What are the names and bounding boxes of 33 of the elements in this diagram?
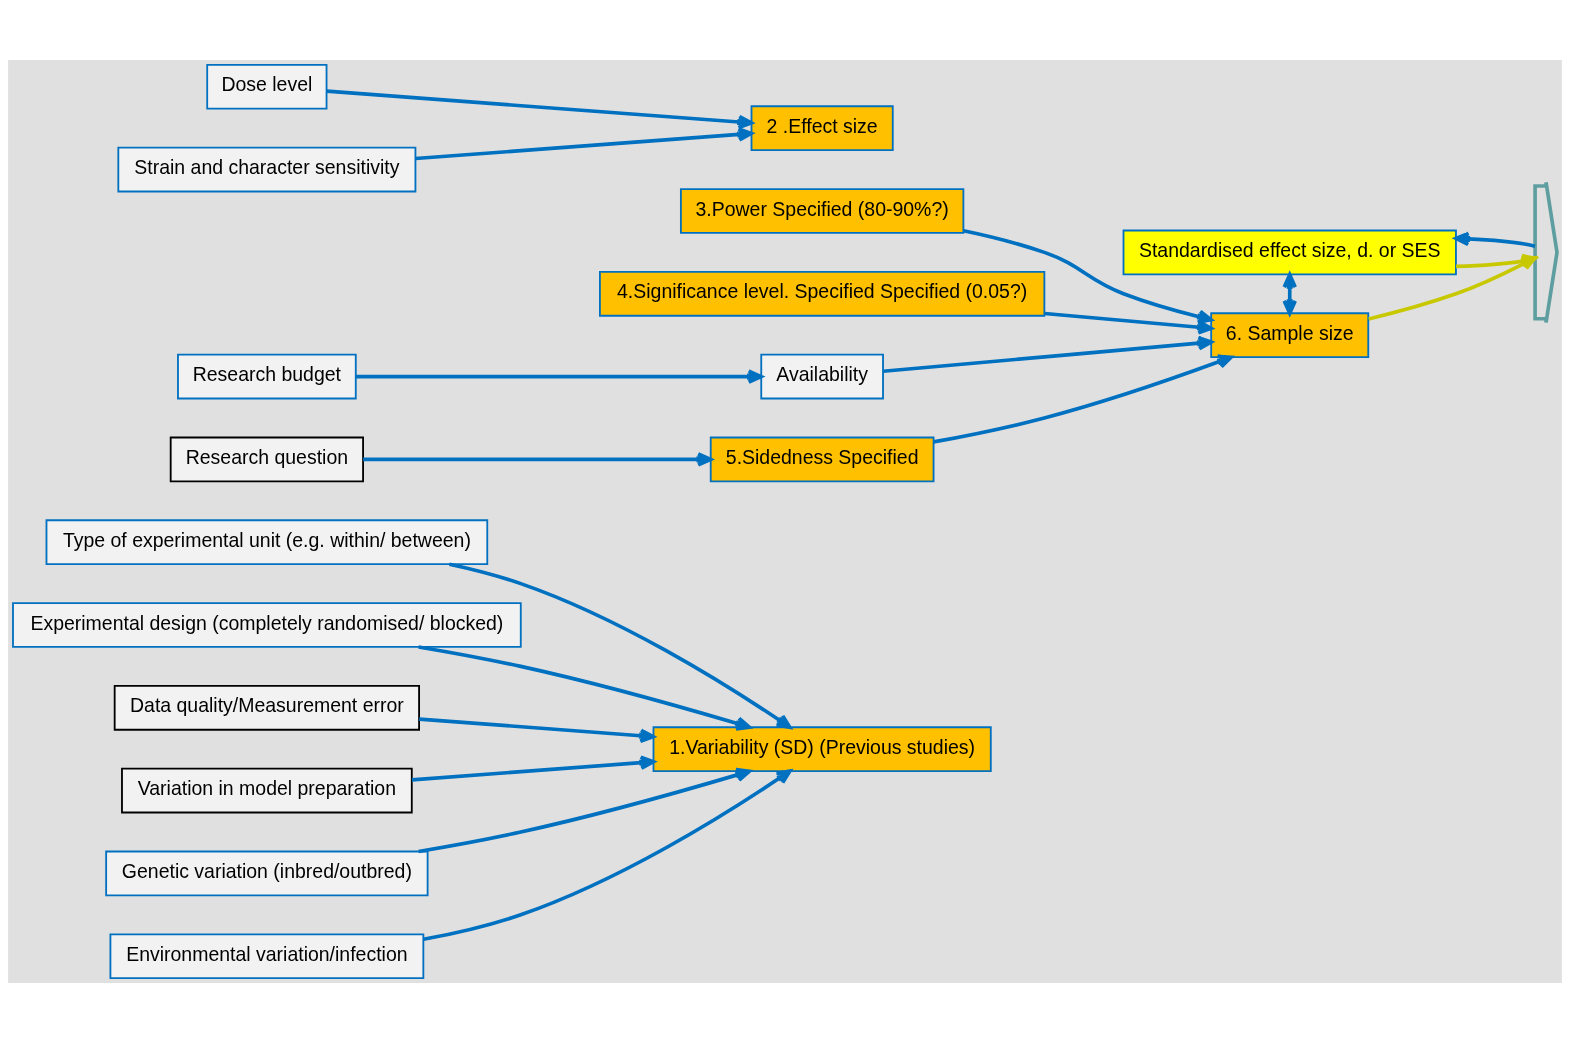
arrow [363, 451, 713, 467]
node-box: 5.Sidedness Specified [709, 436, 935, 482]
arrow [933, 354, 1233, 444]
arrow [411, 754, 656, 782]
arrow [356, 368, 763, 384]
node-box: Environmental variation/infection [109, 932, 425, 979]
node-box: Variation in model preparation [121, 767, 413, 813]
arrow [326, 88, 754, 129]
node-brace [1533, 180, 1559, 324]
node-box: 4.Significance level. Specified Specified (0.05?) [599, 270, 1046, 317]
node-box: Availability [760, 353, 884, 399]
node-box: Genetic variation (inbred/outbred) [105, 850, 429, 896]
node-box: 3.Power Specified (80-90%?) [679, 187, 965, 234]
arrow [415, 126, 754, 160]
node-box: Type of experimental unit (e.g. within/ between) [45, 518, 489, 565]
node-box: Research budget [177, 353, 357, 399]
node-box: Dose level [206, 63, 328, 110]
arrow [1282, 272, 1298, 315]
node-box: Data quality/Measurement error [113, 684, 420, 731]
arrow [883, 335, 1213, 373]
arrow [418, 767, 752, 853]
node-box: Strain and character sensitivity [117, 146, 417, 192]
node-box: 2 .Effect size [750, 104, 894, 151]
node-box: Standardised effect size, d. or SES [1122, 229, 1457, 275]
node-box: 6. Sample size [1210, 311, 1370, 358]
arrow [423, 768, 792, 941]
arrow [1454, 231, 1536, 248]
arrow [419, 716, 655, 743]
arrow [418, 644, 752, 731]
arrow [449, 561, 792, 729]
node-box: Research question [169, 436, 364, 482]
node-box: Experimental design (completely randomised/ blocked) [12, 601, 522, 648]
node-box: 1.Variability (SD) (Previous studies) [652, 725, 992, 772]
